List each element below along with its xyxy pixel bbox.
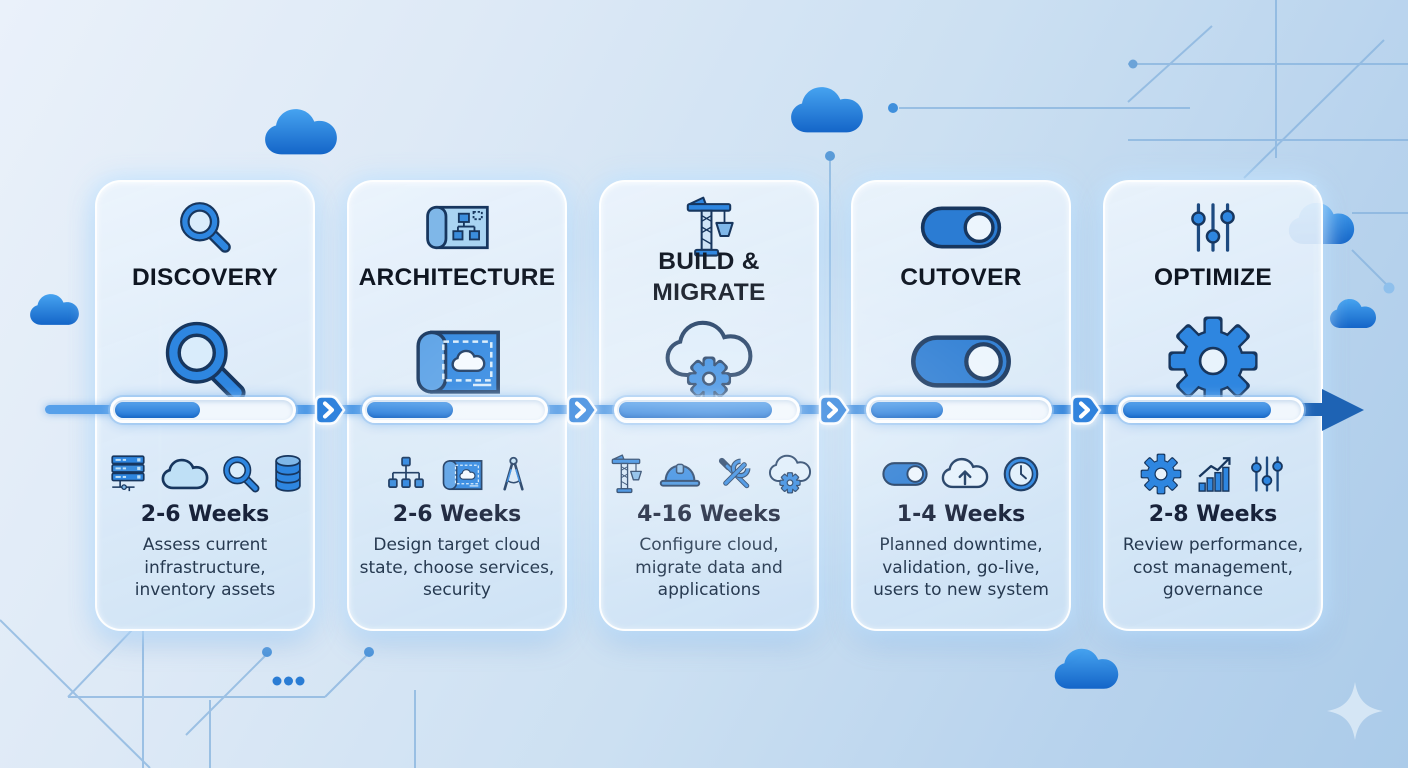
phase-card-architecture: ARCHITECTURE 2-6 Weeks Design target clo… xyxy=(347,180,567,631)
phase-duration: 2-8 Weeks xyxy=(1148,502,1278,527)
blueprint-cloud-icon xyxy=(349,312,565,410)
phase-card-cutover: CUTOVER 1-4 Weeks Planned downtime, vali… xyxy=(851,180,1071,631)
cloud-upload-icon xyxy=(941,457,989,491)
capability-icons xyxy=(853,450,1069,498)
database-icon xyxy=(273,454,303,494)
sliders-icon xyxy=(1105,196,1321,258)
phase-card-optimize: OPTIMIZE 2-8 Weeks Review performance, c… xyxy=(1103,180,1323,631)
drafting-compass-icon xyxy=(497,455,530,494)
tools-icon xyxy=(714,453,756,495)
gear-icon xyxy=(1140,453,1182,495)
toggle-icon xyxy=(853,312,1069,410)
server-icon xyxy=(107,453,149,495)
toggle-icon xyxy=(853,196,1069,258)
cloud-icon xyxy=(161,458,209,490)
capability-icons xyxy=(1105,450,1321,498)
phase-description: Assess current infrastructure, inventory… xyxy=(134,535,276,601)
phase-description: Configure cloud, migrate data and applic… xyxy=(635,535,783,601)
capability-icons xyxy=(349,450,565,498)
blueprint-icon xyxy=(349,196,565,258)
capability-icons xyxy=(601,450,817,498)
chart-up-icon xyxy=(1194,453,1236,495)
phase-title: OPTIMIZE xyxy=(1153,263,1273,291)
blueprint-cloud-icon xyxy=(439,456,485,493)
phase-description: Review performance, cost management, gov… xyxy=(1122,535,1304,601)
phase-title: DISCOVERY xyxy=(131,263,279,291)
phase-duration: 1-4 Weeks xyxy=(896,502,1026,527)
phase-description: Planned downtime, validation, go-live, u… xyxy=(873,535,1049,601)
cloud-gear-icon xyxy=(768,454,812,495)
magnifying-glass-icon xyxy=(97,196,313,258)
phase-card-build-migrate: BUILD & MIGRATE 4-16 Weeks Configure clo… xyxy=(599,180,819,631)
magnifying-glass-icon xyxy=(221,454,261,494)
hierarchy-icon xyxy=(385,455,427,493)
phase-card-discovery: DISCOVERY 2-6 Weeks Assess current infra… xyxy=(95,180,315,631)
phase-duration: 2-6 Weeks xyxy=(392,502,522,527)
phase-title: ARCHITECTURE xyxy=(358,263,556,291)
phase-title: BUILD & MIGRATE xyxy=(652,248,766,306)
cloud-gear-icon xyxy=(601,312,817,410)
toggle-icon xyxy=(881,460,929,488)
crane-icon xyxy=(601,196,817,258)
gear-icon xyxy=(1105,312,1321,410)
hard-hat-icon xyxy=(658,458,702,490)
magnifying-glass-icon xyxy=(97,312,313,410)
sliders-icon xyxy=(1248,454,1286,494)
phase-duration: 4-16 Weeks xyxy=(637,502,781,527)
crane-icon xyxy=(606,454,646,494)
phase-duration: 2-6 Weeks xyxy=(140,502,270,527)
capability-icons xyxy=(97,450,313,498)
clock-icon xyxy=(1001,454,1041,494)
phase-title: CUTOVER xyxy=(900,263,1022,291)
phase-description: Design target cloud state, choose servic… xyxy=(359,535,555,601)
